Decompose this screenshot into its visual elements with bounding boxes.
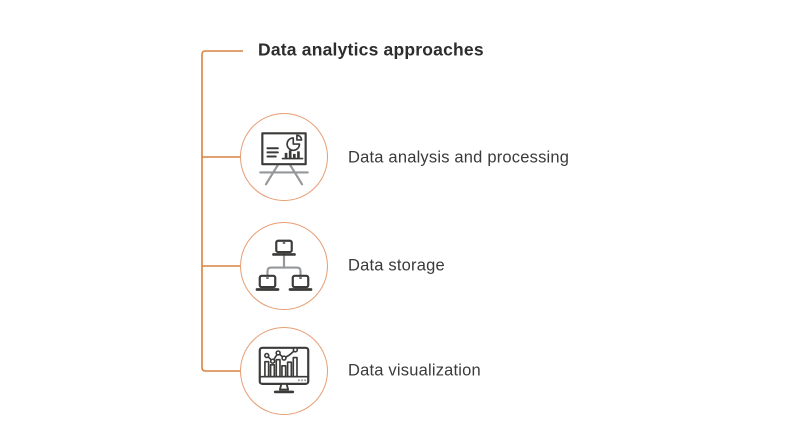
item-circle-storage: [240, 222, 328, 310]
monitor-analytics-icon: [258, 346, 310, 394]
item-label-visualization: Data visualization: [348, 361, 481, 380]
item-circle-analysis: [240, 113, 328, 201]
laptop-network-icon: [255, 239, 313, 291]
item-label-analysis: Data analysis and processing: [348, 148, 570, 167]
connector-spine: [201, 50, 243, 372]
item-label-storage: Data storage: [348, 256, 445, 275]
presentation-board-chart-icon: [259, 132, 309, 186]
item-circle-visualization: [240, 327, 328, 415]
diagram-title: Data analytics approaches: [258, 39, 484, 60]
